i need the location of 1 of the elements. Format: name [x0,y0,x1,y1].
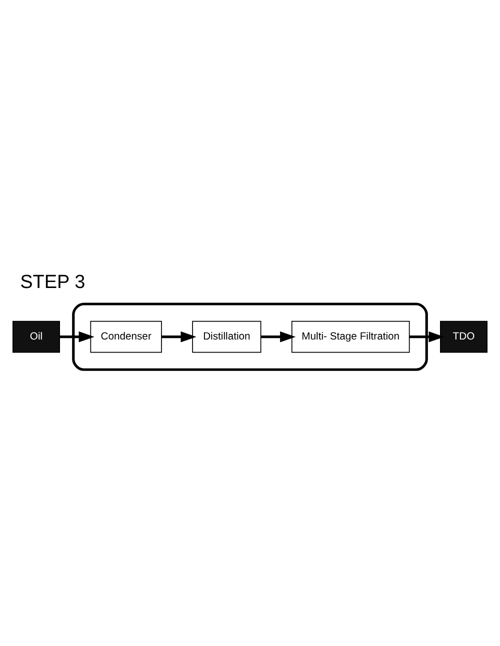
diagram-title: STEP 3 [20,272,86,294]
